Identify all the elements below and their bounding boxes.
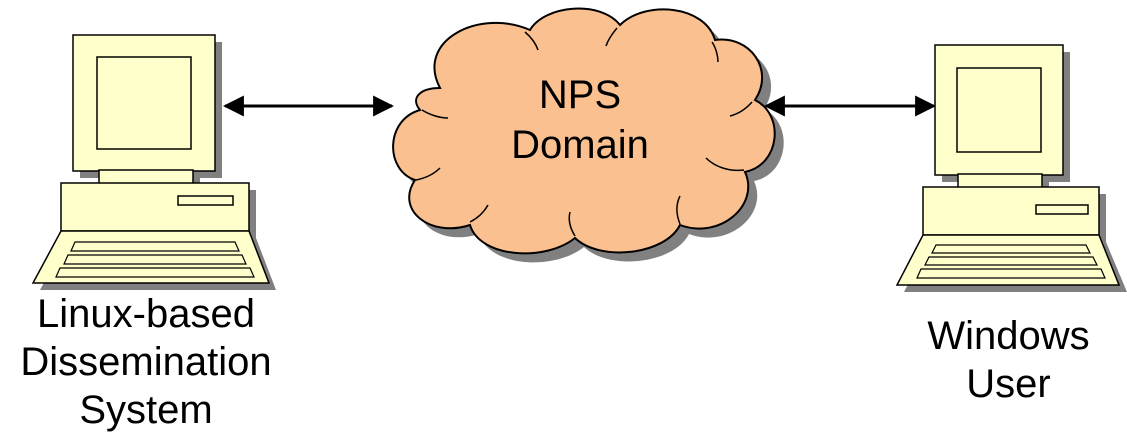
left-node-label-line1: Linux-based	[37, 292, 255, 336]
right-node-label-line2: User	[966, 362, 1051, 406]
left-computer-icon	[31, 34, 276, 290]
cloud-label-line2: Domain	[511, 123, 649, 167]
cloud-label: NPS Domain	[445, 70, 715, 170]
cloud-label-line1: NPS	[538, 73, 622, 117]
cloud-icon	[392, 7, 784, 263]
right-node-label: Windows User	[890, 312, 1127, 408]
left-node-label-line2: Dissemination	[20, 340, 272, 384]
left-node-label-line3: System	[79, 388, 213, 432]
left-node-label: Linux-based Dissemination System	[0, 290, 292, 434]
right-computer-icon	[895, 44, 1127, 292]
right-node-label-line1: Windows	[927, 314, 1090, 358]
